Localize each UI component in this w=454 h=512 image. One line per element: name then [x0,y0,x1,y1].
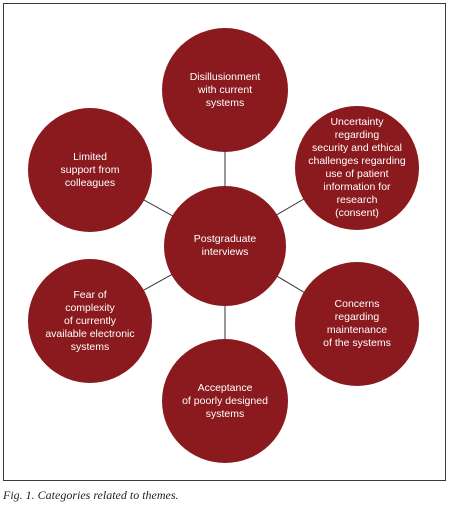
node-center-label: Postgraduate interviews [193,233,257,258]
node-uncertainty-label: Uncertainty regarding security and ethic… [308,116,406,219]
node-limited-support: Limited support from colleagues [28,108,152,232]
node-disillusionment-label: Disillusionment with current systems [189,70,261,109]
node-uncertainty: Uncertainty regarding security and ethic… [295,106,419,230]
node-fear-of-complexity: Fear of complexity of currently availabl… [28,259,152,383]
node-center: Postgraduate interviews [164,186,286,306]
node-acceptance: Acceptance of poorly designed systems [162,339,288,463]
node-disillusionment: Disillusionment with current systems [162,28,288,152]
figure-caption: Fig. 1. Categories related to themes. [3,488,179,502]
node-concerns: Concerns regarding maintenance of the sy… [295,262,419,386]
node-fear-of-complexity-label: Fear of complexity of currently availabl… [45,288,135,353]
node-acceptance-label: Acceptance of poorly designed systems [182,381,268,420]
node-concerns-label: Concerns regarding maintenance of the sy… [323,298,391,349]
node-limited-support-label: Limited support from colleagues [60,150,120,189]
